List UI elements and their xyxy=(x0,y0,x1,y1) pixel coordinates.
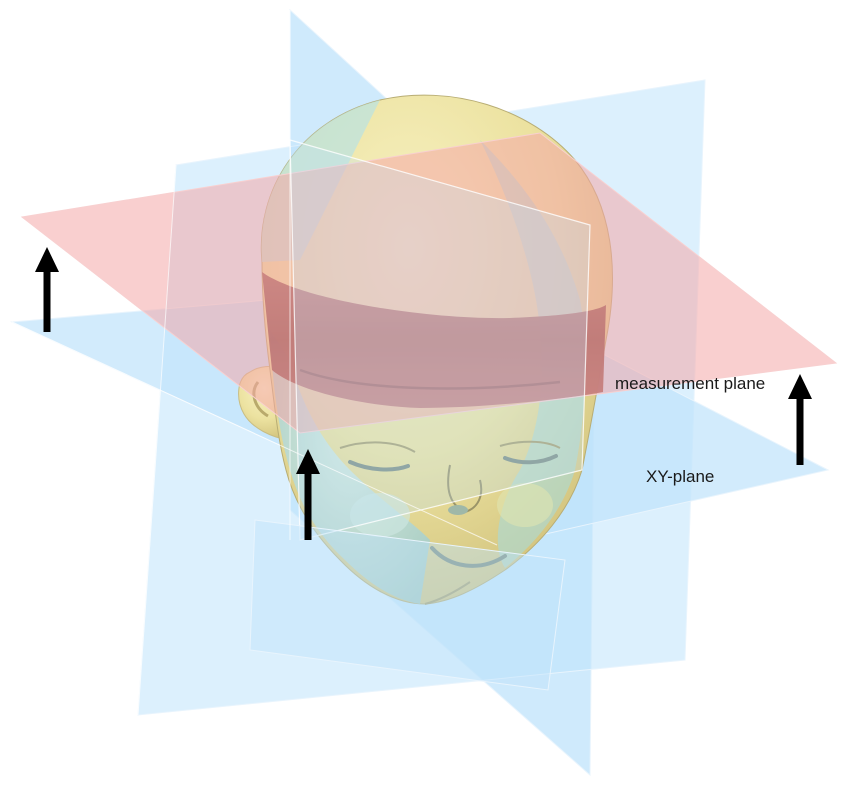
measurement-plane-label: measurement plane xyxy=(615,374,765,393)
xy-plane-label: XY-plane xyxy=(646,467,714,486)
